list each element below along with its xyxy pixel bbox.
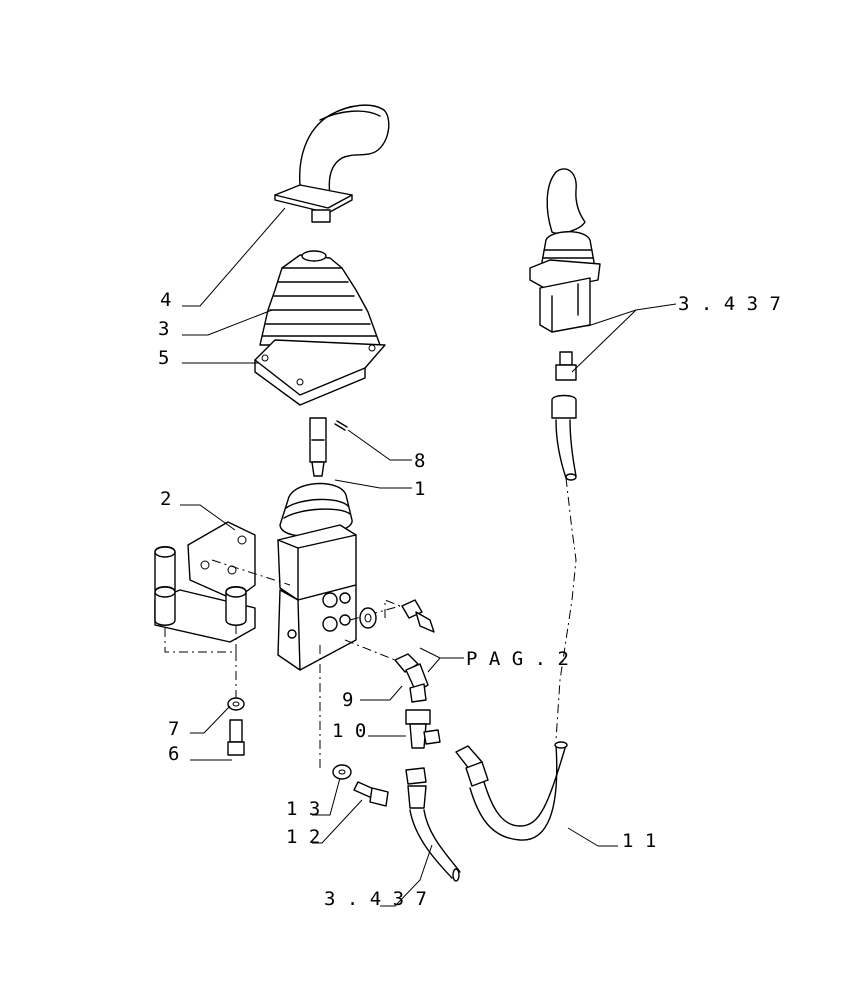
mounting-bracket-part	[154, 521, 256, 643]
callout-2: 2	[160, 488, 171, 510]
callout-10: 1 0	[332, 720, 366, 742]
assembly-centerlines	[164, 477, 577, 770]
leader-lines	[180, 207, 677, 907]
callout-labels: 4 3 5 8 1 2 P A G . 2 9 1 0 7 6 1 3 1 2 …	[158, 289, 781, 910]
rubber-boot-part	[259, 250, 381, 346]
callout-6: 6	[168, 743, 179, 765]
callout-12: 1 2	[286, 826, 320, 848]
gasket-plate-part	[254, 339, 386, 406]
callout-ref-top: 3 . 4 3 7	[678, 293, 781, 315]
lower-hose-part	[405, 767, 461, 882]
fittings-hardware	[227, 599, 441, 807]
joystick-assembly-ref	[529, 168, 601, 481]
callout-ref-bottom: 3 . 4 3 7	[324, 888, 427, 910]
callout-9: 9	[342, 689, 353, 711]
callout-5: 5	[158, 347, 169, 369]
callout-13: 1 3	[286, 798, 320, 820]
control-valve-part	[277, 417, 357, 671]
handle-grip-part	[274, 104, 390, 223]
callout-4: 4	[160, 289, 171, 311]
pin-part	[334, 420, 348, 431]
hose-part	[455, 741, 568, 841]
callout-8: 8	[414, 450, 425, 472]
callout-page-ref: P A G . 2	[466, 648, 569, 670]
callout-7: 7	[168, 718, 179, 740]
callout-3: 3	[158, 318, 169, 340]
callout-1: 1	[414, 478, 425, 500]
callout-11: 1 1	[622, 830, 656, 852]
